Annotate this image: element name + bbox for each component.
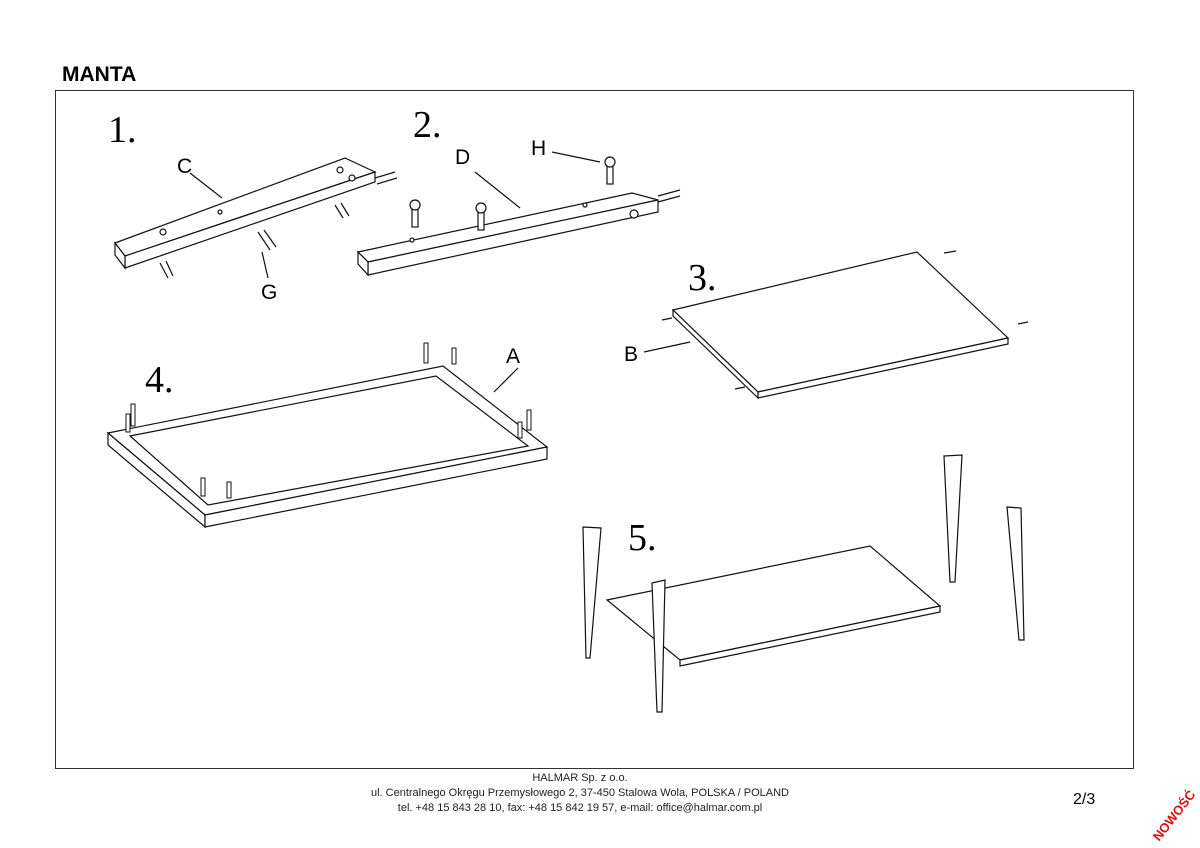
footer-company: HALMAR Sp. z o.o.: [532, 772, 628, 784]
part-label-c: C: [177, 155, 193, 178]
step-3-number: 3.: [688, 257, 717, 299]
part-label-b: B: [624, 343, 639, 366]
part-c-board: [114, 157, 398, 279]
part-label-g: G: [261, 281, 278, 304]
step-4-number: 4.: [145, 359, 174, 401]
part-label-a: A: [506, 345, 521, 368]
part-label-d: D: [455, 146, 471, 169]
footer-address: ul. Centralnego Okręgu Przemysłowego 2, …: [370, 787, 789, 799]
part-label-h: H: [531, 137, 547, 160]
leader-a: [493, 367, 519, 393]
product-title: MANTA: [62, 63, 137, 86]
leader-g: [261, 251, 269, 279]
step-5-number: 5.: [628, 517, 657, 559]
leader-d: [474, 171, 521, 209]
page-number: 2/3: [1073, 791, 1096, 808]
part-a-frame: [106, 342, 549, 529]
footer-contact: tel. +48 15 843 28 10, fax: +48 15 842 1…: [397, 802, 763, 814]
legs-and-shelf: [582, 454, 1025, 713]
leader-c: [189, 172, 223, 199]
leader-h: [551, 151, 601, 163]
step-1-number: 1.: [108, 109, 137, 151]
diagram-frame: [55, 90, 1134, 769]
step-2-number: 2.: [413, 104, 442, 146]
leader-b: [643, 341, 691, 353]
part-b-panel: [643, 250, 1029, 400]
part-d-board: [356, 151, 681, 277]
footer: HALMAR Sp. z o.o. ul. Centralnego Okręgu…: [300, 771, 860, 816]
